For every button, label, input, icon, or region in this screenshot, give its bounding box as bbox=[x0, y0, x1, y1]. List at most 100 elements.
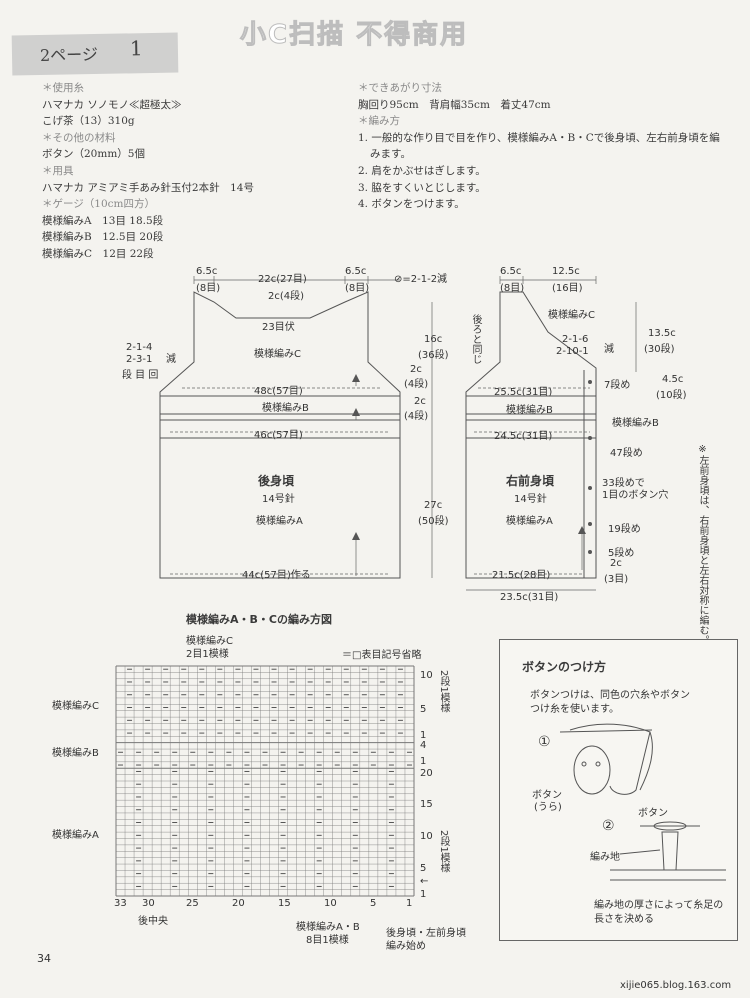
chart-row-num: 1 bbox=[420, 756, 427, 767]
back-dim-right: (4段) bbox=[404, 379, 429, 390]
chart-row-num: 10 bbox=[420, 670, 433, 681]
chart-row-num: 10 bbox=[420, 831, 433, 842]
yarn-heading: ＊使用糸 bbox=[42, 82, 84, 94]
chart-grid bbox=[115, 665, 415, 897]
front-width-21: 21.5c(28目) bbox=[492, 570, 551, 581]
back-dim-shoulder-right-sts: (8目) bbox=[345, 283, 370, 294]
front-dim-neck: 12.5c bbox=[552, 266, 580, 277]
gauge-line: 模様編みA 13目 18.5段 bbox=[42, 214, 164, 227]
chart-row-num: 1 bbox=[420, 730, 427, 741]
tools-text: ハマナカ アミアミ手あみ針玉付2本針 14号 bbox=[42, 181, 254, 194]
back-body-outline bbox=[159, 291, 401, 579]
chart-row-num: 20 bbox=[420, 768, 433, 779]
front-row-note: 1目のボタン穴 bbox=[602, 490, 669, 501]
back-neck-bind: 23目伏 bbox=[262, 322, 295, 333]
back-dim-right: 27c bbox=[424, 500, 443, 511]
materials-block: ＊使用糸 ハマナカ ソノモノ≪超極太≫ こげ茶（13）310g ＊その他の材料 … bbox=[42, 80, 254, 263]
chart-col-num: 30 bbox=[142, 898, 155, 909]
gauge-line: 模様編みB 12.5目 20段 bbox=[42, 231, 164, 244]
front-width-25: 25.5c(31目) bbox=[494, 387, 553, 398]
back-dim-right: 2c bbox=[410, 364, 422, 375]
front-dim-right: 4.5c bbox=[662, 374, 684, 385]
step-2-marker: ② bbox=[602, 818, 615, 834]
front-dim-right: (30段) bbox=[644, 344, 675, 355]
back-pattern-c: 模様編みC bbox=[254, 349, 301, 360]
chart-left-label: 模様編みB bbox=[52, 748, 99, 759]
yarn-text: ハマナカ ソノモノ≪超極太≫ bbox=[42, 98, 182, 111]
step-1-label: ボタン bbox=[532, 790, 562, 801]
fabric-label: 編み地 bbox=[590, 852, 620, 863]
chart-start-label: 編み始め bbox=[386, 941, 426, 952]
chart-ab-repeat: 8目1模様 bbox=[306, 935, 349, 946]
back-dim-shoulder: 6.5c bbox=[196, 266, 218, 277]
chart-left-label: 模様編みC bbox=[52, 701, 99, 712]
chart-row-repeat: 2段1模様 bbox=[438, 670, 449, 713]
button-panel-title: ボタンのつけ方 bbox=[522, 660, 607, 674]
front-same-as-back: 後ろと同じ bbox=[470, 314, 481, 364]
step-1-marker: ① bbox=[538, 734, 551, 750]
left-front-note: ※左前身頃は、右前身頃と左右対称に編む。 bbox=[697, 444, 708, 645]
chart-row-num: 5 bbox=[420, 704, 427, 715]
chart-row-num: 4 bbox=[420, 740, 427, 751]
chart-start-arrow: ← bbox=[420, 876, 429, 887]
back-dim-shoulder-sts: (8目) bbox=[196, 283, 221, 294]
front-neck-dec: 2-10-1 bbox=[556, 346, 589, 357]
chart-col-num: 1 bbox=[406, 898, 413, 909]
front-row-note: 7段め bbox=[604, 380, 631, 391]
back-pattern-b: 模様編みB bbox=[262, 403, 309, 414]
center-back-label: 後中央 bbox=[138, 916, 168, 927]
button-illustration bbox=[559, 723, 726, 881]
front-row-note: 2c bbox=[610, 558, 622, 569]
size-text: 胸回り95cm 背肩幅35cm 着丈47cm bbox=[358, 98, 551, 111]
back-cast-on: 44c(57目)作る bbox=[242, 570, 311, 581]
front-row-note: 模様編みB bbox=[612, 418, 659, 429]
watermark-text: 小C扫描 不得商用 bbox=[239, 20, 469, 51]
other-heading: ＊その他の材料 bbox=[42, 131, 116, 144]
back-dim-right: 2c bbox=[414, 396, 426, 407]
chart-col-num: 25 bbox=[186, 898, 199, 909]
thread-note: 編み地の厚さによって糸足の bbox=[594, 900, 724, 911]
chart-legend: ＝□表目記号省略 bbox=[342, 650, 422, 661]
front-row-note: 5段め bbox=[608, 548, 635, 559]
chart-c-repeat: 模様編みC bbox=[186, 636, 233, 647]
chart-col-num: 20 bbox=[232, 898, 245, 909]
chart-start-label: 後身頃・左前身頃 bbox=[386, 928, 466, 939]
schematic-svg bbox=[159, 276, 637, 591]
chart-left-label: 模様編みA bbox=[52, 830, 99, 841]
back-dim-right: (4段) bbox=[404, 411, 429, 422]
decrease-note: ⊘=2-1-2減 bbox=[394, 274, 448, 285]
gauge-line: 模様編みC 12目 22段 bbox=[42, 247, 154, 260]
button-panel-intro: つけ糸を使います。 bbox=[530, 704, 619, 715]
method-step: 3. 脇をすくいとじします。 bbox=[358, 181, 486, 194]
gauge-heading: ＊ゲージ（10cm四方） bbox=[42, 198, 155, 211]
chart-row-num: 15 bbox=[420, 799, 433, 810]
finished-block: ＊できあがり寸法 胸回り95cm 背肩幅35cm 着丈47cm ＊編み方 1. … bbox=[358, 80, 720, 213]
step-1-label: (うら) bbox=[534, 802, 562, 813]
back-arm-dec: 2-3-1 bbox=[126, 354, 153, 365]
chart-row-repeat: 2段1模様 bbox=[438, 830, 449, 873]
front-row-note: 19段め bbox=[608, 524, 641, 535]
step-2-label: ボタン bbox=[638, 808, 668, 819]
front-dim-shoulder-sts: (8目) bbox=[500, 283, 525, 294]
back-dim-right: (50段) bbox=[418, 516, 449, 527]
button-panel-intro: ボタンつけは、同色の穴糸やボタン bbox=[530, 690, 690, 701]
back-neck-depth: 2c(4段) bbox=[268, 291, 305, 302]
front-neck-dec: 2-1-6 bbox=[562, 334, 589, 345]
method-step: 1. 一般的な作り目で目を作り、模様編みA・B・Cで後身頃、左右前身頃を編 bbox=[358, 131, 720, 144]
front-width-23: 23.5c(31目) bbox=[500, 592, 559, 603]
front-pattern-b: 模様編みB bbox=[506, 405, 553, 416]
front-row-note: 33段めで bbox=[602, 478, 645, 489]
method-step: 4. ボタンをつけます。 bbox=[358, 198, 465, 211]
front-title: 右前身頃 bbox=[506, 474, 555, 488]
back-arm-dec: 2-1-4 bbox=[126, 342, 153, 353]
chart-row-num: 5 bbox=[420, 863, 427, 874]
size-heading: ＊できあがり寸法 bbox=[358, 82, 442, 94]
back-arm-dec-label: 減 bbox=[166, 354, 176, 365]
back-arm-dec: 段 目 回 bbox=[122, 370, 159, 381]
chart-c-repeat: 2目1模様 bbox=[186, 649, 229, 660]
chart-ab-repeat: 模様編みA・B bbox=[296, 922, 360, 933]
front-dim-right: 13.5c bbox=[648, 328, 676, 339]
back-dim-shoulder-right: 6.5c bbox=[345, 266, 367, 277]
front-dim-right: (10段) bbox=[656, 390, 687, 401]
